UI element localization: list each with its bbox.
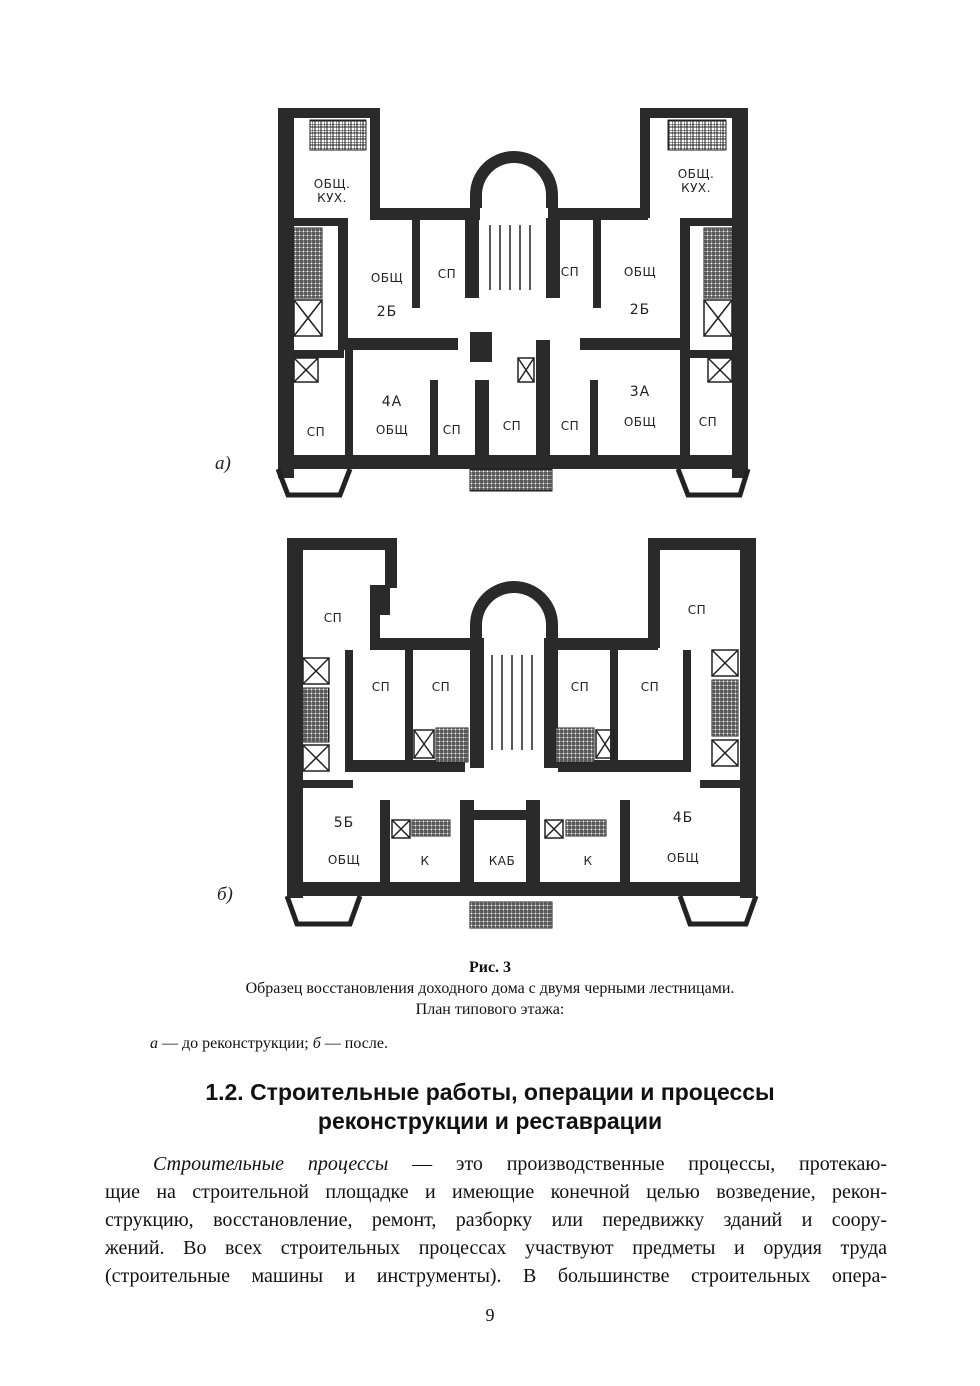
room-label-4b-obsch: ОБЩ xyxy=(667,851,699,865)
paragraph-line-1: Строительные процессы — это производстве… xyxy=(105,1150,887,1178)
room-label-k-left: К xyxy=(420,854,429,868)
section-heading-line-1: 1.2. Строительные работы, операции и про… xyxy=(205,1079,775,1105)
room-label-sp-upper-right: СП xyxy=(561,265,579,279)
floor-plan-b-drawing: СП СП СП СП СП СП 5Б ОБЩ К КАБ К 4Б ОБЩ xyxy=(284,538,759,929)
floor-plan-a-drawing: ОБЩ. КУХ. ОБЩ. КУХ. ОБЩ 2Б СП СП ОБЩ 2Б … xyxy=(275,108,751,498)
room-label-sp-wing-right: СП xyxy=(688,603,706,617)
room-label-5b-obsch: ОБЩ xyxy=(328,853,360,867)
paragraph-line-3: струкцию, восстановление, ремонт, разбор… xyxy=(105,1209,887,1231)
legend-a-letter: а xyxy=(150,1035,158,1052)
room-label-4a: 4А xyxy=(382,394,402,410)
room-label-5b: 5Б xyxy=(334,815,355,831)
room-label-sp-upper-3: СП xyxy=(571,680,589,694)
figure-legend: а — до реконструкции; б — после. xyxy=(150,1035,388,1053)
room-label-sp-upper-4: СП xyxy=(641,680,659,694)
figure-number: Рис. 3 xyxy=(468,959,512,976)
figure-caption-line-1: Образец восстановления доходного дома с … xyxy=(245,980,735,997)
room-label-sp-upper-2: СП xyxy=(432,680,450,694)
section-heading-line-2: реконструкции и реставрации xyxy=(317,1108,663,1134)
room-label-sp-upper-1: СП xyxy=(372,680,390,694)
page-number: 9 xyxy=(485,1305,495,1325)
room-label-kitchen-right-1: ОБЩ. xyxy=(678,167,715,181)
room-label-sp-upper-left: СП xyxy=(438,267,456,281)
paragraph-term: Строительные процессы xyxy=(153,1153,389,1175)
room-label-obsch-2b-right: ОБЩ xyxy=(624,265,656,279)
room-label-kab: КАБ xyxy=(489,854,515,868)
room-label-sp-lower-far-left: СП xyxy=(307,425,325,439)
room-label-sp-wing-left: СП xyxy=(324,611,342,625)
section-heading: 1.2. Строительные работы, операции и про… xyxy=(0,1078,980,1136)
legend-b-letter: б xyxy=(312,1035,321,1052)
floor-plan-b: СП СП СП СП СП СП 5Б ОБЩ К КАБ К 4Б ОБЩ … xyxy=(0,530,980,940)
room-label-kitchen-right-2: КУХ. xyxy=(681,181,711,195)
room-label-sp-lower-mid-left: СП xyxy=(443,423,461,437)
plan-a-label: а) xyxy=(215,453,231,474)
room-label-kitchen-left-1: ОБЩ. xyxy=(314,177,351,191)
legend-a-text: — до реконструкции; xyxy=(158,1035,313,1052)
figure-caption-line-2: План типового этажа: xyxy=(415,1001,565,1018)
body-paragraph: Строительные процессы — это производстве… xyxy=(105,1150,887,1290)
paragraph-line-2: щие на строительной площадке и имеющие к… xyxy=(105,1181,887,1203)
legend-b-text: — после. xyxy=(320,1035,388,1052)
figure-caption: Рис. 3 Образец восстановления доходного … xyxy=(0,958,980,1020)
paragraph-line-4: жений. Во всех строительных процессах уч… xyxy=(105,1237,887,1259)
room-label-2b-left: 2Б xyxy=(377,304,398,320)
room-label-sp-lower-far-right: СП xyxy=(699,415,717,429)
room-label-3a-obsch: ОБЩ xyxy=(624,415,656,429)
floor-plan-a: ОБЩ. КУХ. ОБЩ. КУХ. ОБЩ 2Б СП СП ОБЩ 2Б … xyxy=(0,100,980,500)
room-label-sp-lower-center-left: СП xyxy=(503,419,521,433)
room-label-obsch-2b-left: ОБЩ xyxy=(371,271,403,285)
room-label-4b: 4Б xyxy=(673,810,694,826)
room-label-4a-obsch: ОБЩ xyxy=(376,423,408,437)
room-label-kitchen-left-2: КУХ. xyxy=(317,191,347,205)
room-label-k-right: К xyxy=(583,854,592,868)
plan-b-label: б) xyxy=(217,884,233,905)
paragraph-line-1-rest: — это производственные процессы, протека… xyxy=(388,1153,887,1175)
paragraph-line-5: (строительные машины и инструменты). В б… xyxy=(105,1265,887,1287)
room-label-sp-lower-center-right: СП xyxy=(561,419,579,433)
room-label-2b-right: 2Б xyxy=(630,302,651,318)
room-label-3a: 3А xyxy=(630,384,650,400)
